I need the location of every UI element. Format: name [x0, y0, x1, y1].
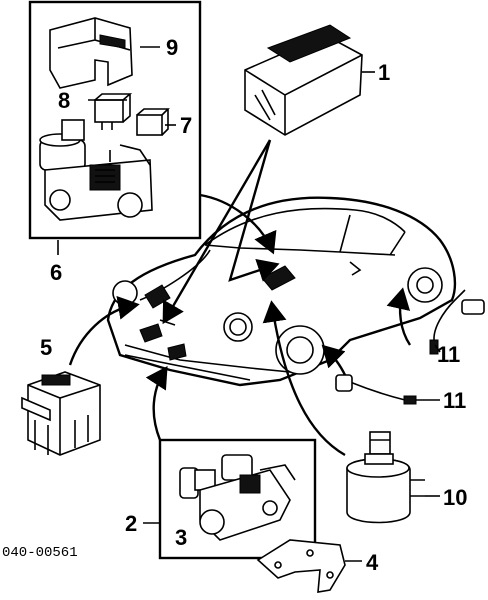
callout-3: 3: [175, 525, 187, 550]
callout-10: 10: [443, 485, 467, 510]
leader-lines: [57, 46, 441, 562]
callout-4: 4: [366, 550, 379, 575]
callout-6: 6: [50, 260, 62, 285]
callout-11-front: 11: [443, 388, 466, 413]
control-unit-part: [244, 24, 363, 136]
speed-sensor-part: [179, 454, 296, 541]
callout-7: 7: [180, 113, 192, 138]
callout-9: 9: [166, 35, 178, 60]
mounting-bracket-part: [256, 539, 346, 593]
wheel-sensor-front-part: [335, 374, 417, 405]
relay-part: [136, 108, 170, 136]
sensor-box-frame: [158, 438, 317, 560]
hydraulic-unit-part: [39, 119, 153, 221]
car-body: [106, 196, 457, 387]
wheel-sensor-rear-part: [429, 289, 485, 355]
inset-box-frame: [28, 0, 202, 240]
callout-11-rear: 11: [437, 342, 460, 367]
small-relay-part: [94, 93, 133, 130]
callout-5: 5: [40, 335, 52, 360]
pump-bracket-part: [21, 371, 101, 456]
sensor-box-group: [158, 438, 317, 560]
inset-box-group: [28, 0, 202, 240]
callout-1: 1: [378, 60, 390, 85]
figure-code: 040-00561: [2, 545, 78, 561]
bracket-cover-part: [49, 17, 133, 89]
callout-2: 2: [125, 511, 137, 536]
callout-8: 8: [58, 88, 70, 113]
reservoir-part: [346, 431, 425, 524]
